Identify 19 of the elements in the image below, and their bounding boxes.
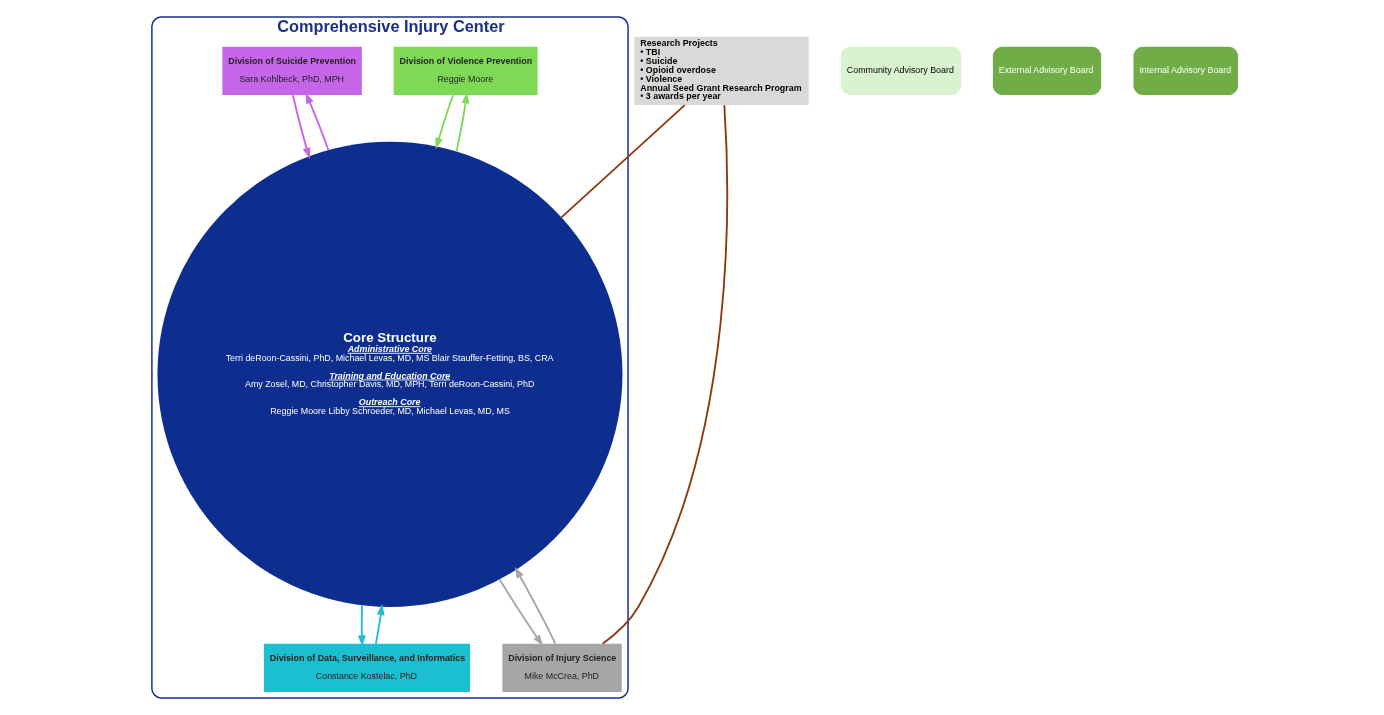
node-box: Division of Injury Science Mike McCrea, PhD <box>502 643 622 692</box>
node-box: Internal Advisory Board <box>1133 46 1239 95</box>
node-box: Division of Suicide Prevention Sara Kohlbeck, PhD, MPH <box>222 46 362 95</box>
arrow <box>514 567 557 645</box>
node-box: Community Advisory Board <box>840 46 962 95</box>
connector <box>560 104 686 219</box>
node-box: External Advisory Board <box>992 46 1102 95</box>
arrow <box>455 92 470 153</box>
arrow <box>305 92 330 151</box>
arrow <box>292 94 311 159</box>
arrow <box>374 603 385 645</box>
node-box: Division of Data, Surveillance, and Informatics Constance Kostelac, PhD <box>263 643 471 692</box>
connector <box>601 104 729 645</box>
arrow <box>435 94 455 150</box>
arrow <box>498 578 543 646</box>
node-box: Division of Violence Prevention Reggie Moore <box>393 46 538 95</box>
node-circle: Core Structure Administrative Core Terri deRoon-Cassini, PhD, Michael Levas, MD, MS Blair Stauffer-Fetting, BS, CRA Training and Education Core Amy Zosel, MD, Christopher Davis, MD, MPH, Terri deRoon-Cassini, PhD Outreach Core Reggie Moore Libby Schroeder, MD, Michael Levas, MD, MS <box>157 141 623 607</box>
node-box: Research Projects • TBI • Suicide • Opioid overdose • Violence Annual Seed Grant Research Program • 3 awards per year <box>634 36 809 105</box>
arrow <box>357 604 366 647</box>
